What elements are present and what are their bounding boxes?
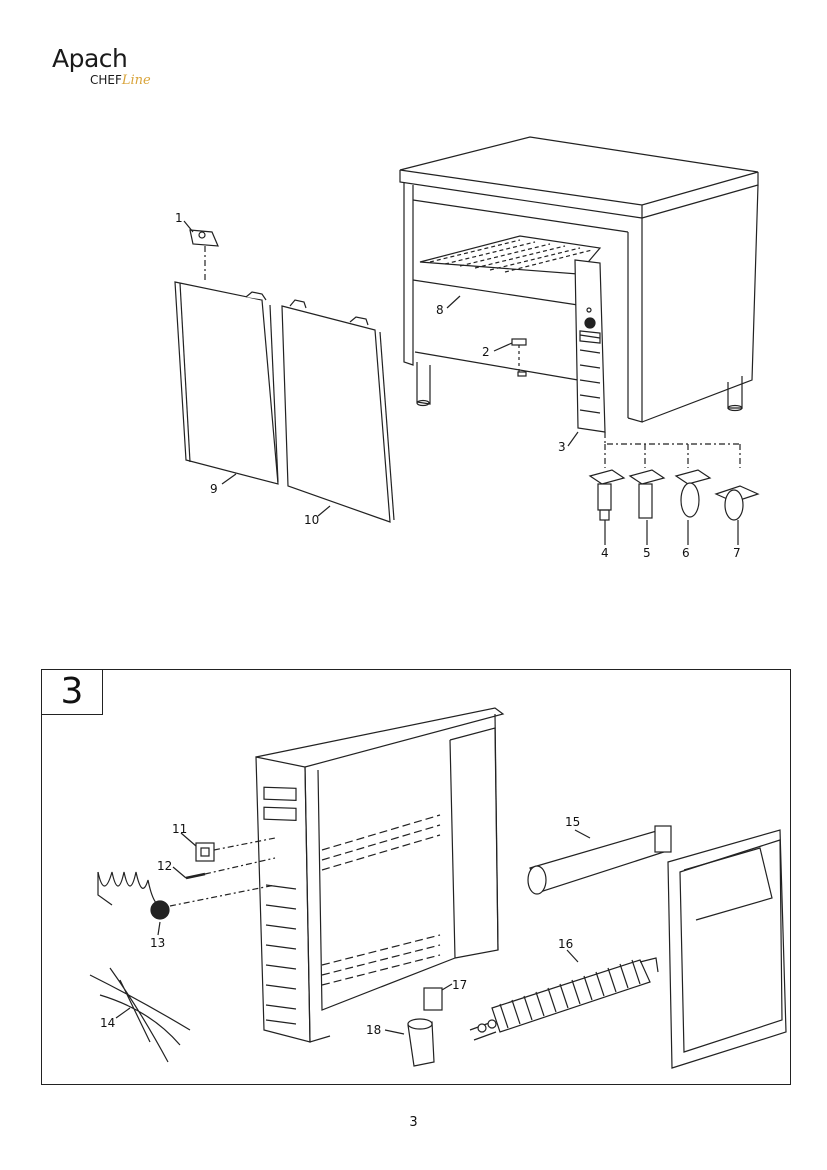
callout-3: 3 xyxy=(558,440,566,454)
logo-line: Line xyxy=(121,73,151,88)
section-number: 3 xyxy=(41,669,103,715)
callout-6: 6 xyxy=(682,546,690,560)
callout-16: 16 xyxy=(558,937,573,951)
callout-14: 14 xyxy=(100,1016,115,1030)
section-frame xyxy=(41,669,791,1085)
logo-subline: CHEFLine xyxy=(90,73,151,88)
callout-18: 18 xyxy=(366,1023,381,1037)
assembly-drawing xyxy=(89,707,787,1069)
callout-labels: 1 2 3 4 5 6 7 8 9 10 11 12 13 14 15 16 1… xyxy=(100,211,741,1037)
callout-13: 13 xyxy=(150,936,165,950)
logo-chef: CHEF xyxy=(90,73,122,87)
callout-2: 2 xyxy=(482,345,490,359)
callout-5: 5 xyxy=(643,546,651,560)
callout-12: 12 xyxy=(157,859,172,873)
page-number: 3 xyxy=(409,1115,418,1130)
callout-11: 11 xyxy=(172,822,187,836)
logo-brand: Apach xyxy=(52,44,128,73)
callout-10: 10 xyxy=(304,513,319,527)
callout-8: 8 xyxy=(436,303,444,317)
callout-7: 7 xyxy=(733,546,741,560)
callout-17: 17 xyxy=(452,978,467,992)
callout-1: 1 xyxy=(175,211,183,225)
cabinet-drawing xyxy=(174,136,760,545)
callout-15: 15 xyxy=(565,815,580,829)
apach-chef-line-logo: Apach CHEFLine xyxy=(52,44,192,94)
callout-4: 4 xyxy=(601,546,609,560)
callout-9: 9 xyxy=(210,482,218,496)
